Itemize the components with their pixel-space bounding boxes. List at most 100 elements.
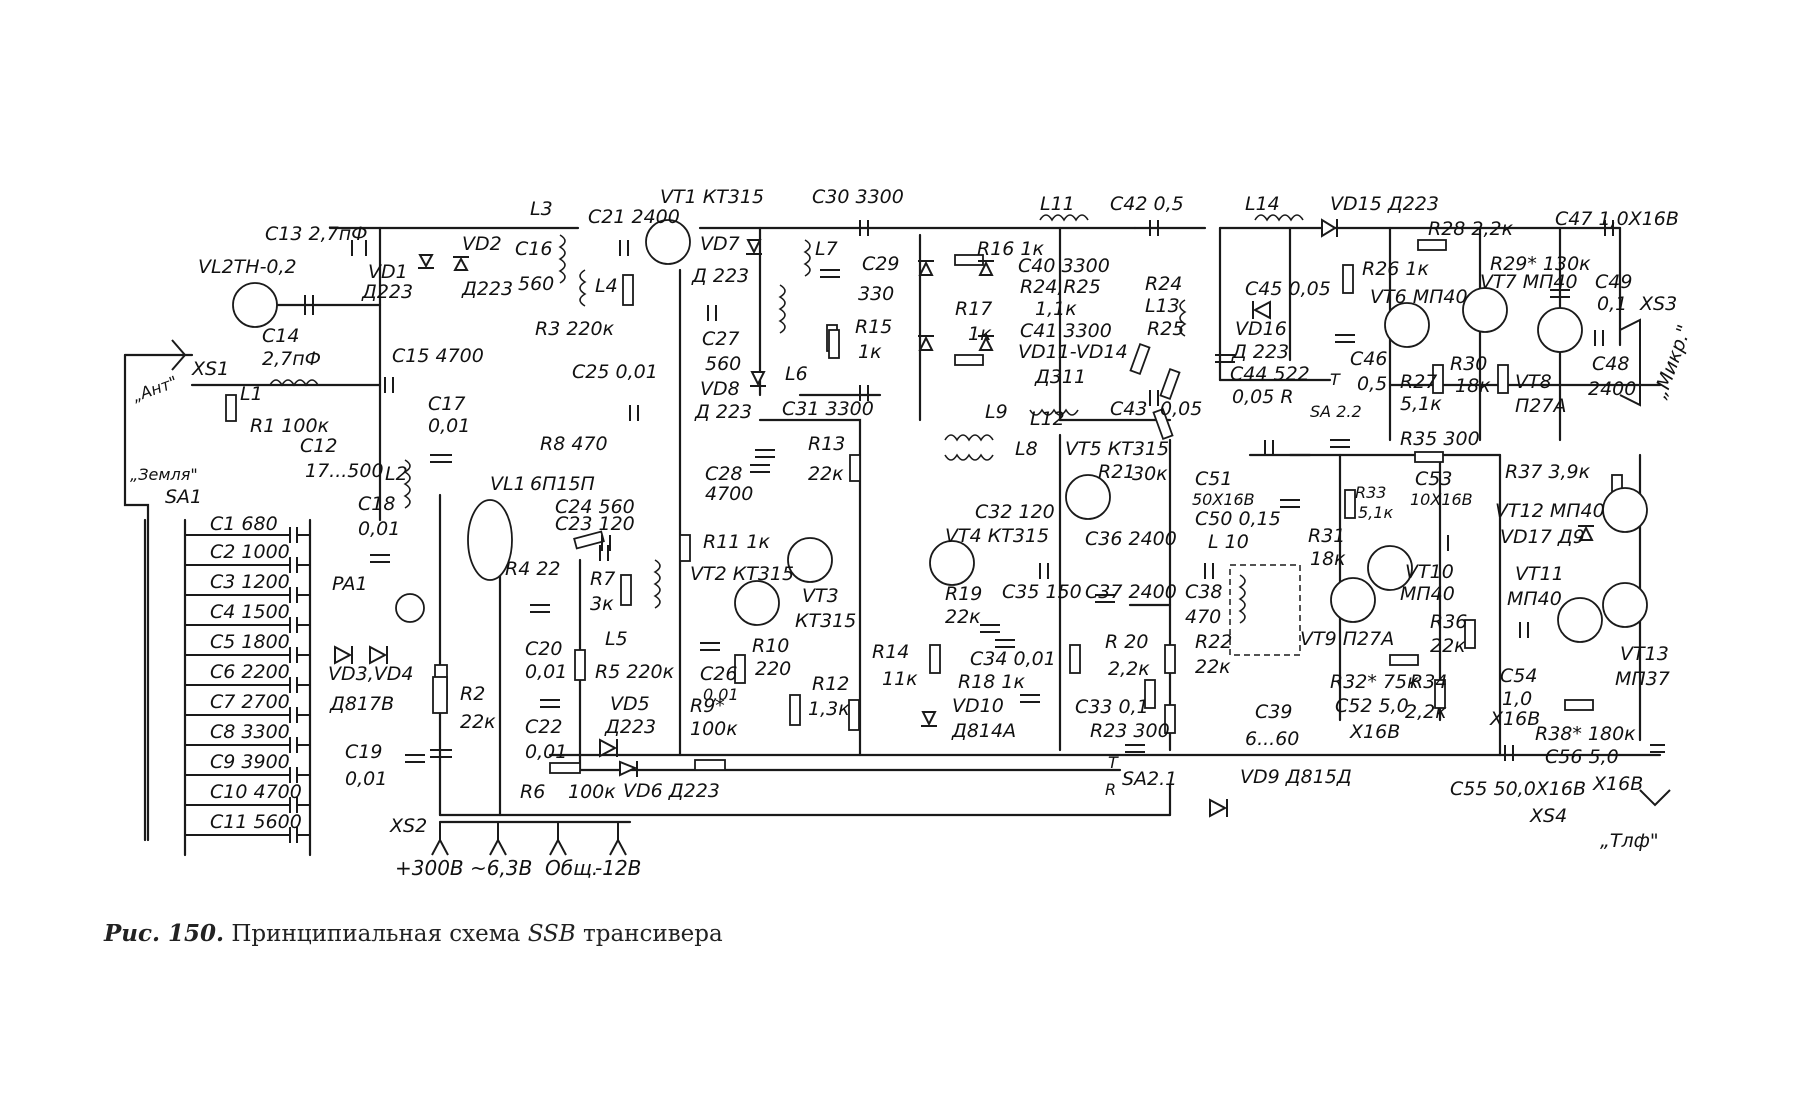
label-c14: C14 (262, 325, 299, 347)
label-l4: L4 (595, 275, 618, 297)
neon-lamp-icon (232, 282, 278, 328)
label-c52-val: Х16В (1349, 721, 1400, 743)
label-pa1: PA1 (332, 573, 368, 595)
label-c49-val: 0,1 (1597, 293, 1627, 315)
label-c56-val: Х16В (1592, 773, 1643, 795)
label-vt5: VT5 КТ315 (1065, 438, 1169, 460)
label-c38: C38 (1185, 581, 1222, 603)
label-mic: „Микр." (1649, 322, 1696, 402)
label-vd15: VD15 Д223 (1330, 193, 1439, 215)
label-r24r25: R24,R25 (1020, 276, 1101, 298)
label-vd5: VD5 (610, 693, 650, 715)
label-r20: R 20 (1105, 631, 1148, 653)
label-vt6: VT6 МП40 (1370, 286, 1468, 308)
label-c20-val: 0,01 (525, 661, 567, 683)
terminals (171, 318, 1671, 856)
terminal-minus12: -12В (595, 856, 641, 880)
label-r36: R36 (1430, 611, 1467, 633)
label-c5: C5 1800 (210, 631, 290, 653)
label-c31: C31 3300 (782, 398, 874, 420)
label-r10-val: 220 (755, 658, 791, 680)
label-c41: C41 3300 (1020, 320, 1112, 342)
label-earth: „Земля" (130, 465, 198, 484)
terminal-labels: +300В ~6,3В Общ. -12В (395, 856, 641, 880)
label-vd5-type: Д223 (604, 716, 656, 738)
label-r3: R3 220к (535, 318, 615, 340)
label-vt10-type: МП40 (1400, 583, 1455, 605)
label-vl1: VL1 (490, 473, 526, 495)
label-r28: R28 2,2к (1428, 218, 1514, 240)
label-c53: C53 (1415, 468, 1452, 490)
label-vt4: VT4 КТ315 (945, 525, 1049, 547)
label-r34: R34 (1410, 671, 1447, 693)
label-c27-val: 560 (705, 353, 741, 375)
label-c33: C33 0,1 (1075, 696, 1149, 718)
label-c36: C36 2400 (1085, 528, 1177, 550)
label-vd7: VD7 (700, 233, 740, 255)
label-c21: C21 2400 (588, 206, 680, 228)
shield-box (1229, 564, 1301, 656)
label-vl2: VL2ТН-0,2 (198, 256, 297, 278)
label-r6: R6 (520, 781, 545, 803)
label-r14: R14 (872, 641, 909, 663)
label-r33-val: 5,1к (1358, 503, 1393, 522)
label-r15-val: 1к (858, 341, 882, 363)
label-r30: R30 (1450, 353, 1487, 375)
label-c29: C29 (862, 253, 899, 275)
label-vd9: VD9 Д815Д (1240, 766, 1352, 788)
label-r23: R23 300 (1090, 720, 1170, 742)
label-r12-val: 1,3к (808, 698, 850, 720)
label-c23: C23 120 (555, 513, 635, 535)
label-c13: C13 2,7пФ (265, 223, 367, 245)
label-r35: R35 300 (1400, 428, 1480, 450)
resistors (225, 239, 1623, 774)
label-r24: R24 (1145, 273, 1182, 295)
label-r36-val: 22к (1430, 635, 1466, 657)
label-r22: R22 (1195, 631, 1232, 653)
label-vd7-type: Д 223 (691, 265, 749, 287)
label-vd1-type: Д223 (361, 281, 413, 303)
label-r26: R26 1к (1362, 258, 1430, 280)
label-vd16: VD16 (1235, 318, 1287, 340)
label-vl1-type: 6П15П (530, 473, 595, 495)
label-r34-val: 2,2к (1405, 701, 1447, 723)
label-c18-val: 0,01 (358, 518, 400, 540)
label-vt9: VT9 П27А (1300, 628, 1394, 650)
transistors (232, 219, 1648, 643)
label-r16: R16 1к (977, 238, 1045, 260)
label-c20: C20 (525, 638, 562, 660)
label-c9: C9 3900 (210, 751, 290, 773)
label-c30: C30 3300 (812, 186, 904, 208)
label-c12-val: 17...500 (305, 460, 384, 482)
label-l7: L7 (815, 238, 838, 260)
label-c28: C28 (705, 463, 742, 485)
label-xs4: XS4 (1529, 805, 1567, 827)
label-c51-val: 50Х16В (1192, 490, 1255, 509)
label-c37: C37 2400 (1085, 581, 1177, 603)
label-r7-val: 3к (590, 593, 614, 615)
label-c19: C19 (345, 741, 382, 763)
label-c8: C8 3300 (210, 721, 290, 743)
label-c2: C2 1000 (210, 541, 290, 563)
label-r10: R10 (752, 635, 789, 657)
terminal-plus300: +300В (395, 856, 464, 880)
label-r18: R18 1к (958, 671, 1026, 693)
label-vd3vd4: VD3,VD4 (328, 663, 413, 685)
label-r13-val: 22к (808, 463, 844, 485)
label-r33: R33 (1355, 483, 1386, 502)
label-c27: C27 (702, 328, 739, 350)
label-c12: C12 (300, 435, 337, 457)
label-c16: C16 (515, 238, 552, 260)
label-r4: R4 22 (505, 558, 561, 580)
label-c3: C3 1200 (210, 571, 290, 593)
label-c54: C54 (1500, 665, 1537, 687)
label-r37: R37 3,9к (1505, 461, 1591, 483)
label-r24r25-val: 1,1к (1035, 298, 1077, 320)
label-xs1: XS1 (191, 358, 229, 380)
label-r27: R27 (1400, 371, 1437, 393)
label-vd3vd4-type: Д817В (329, 693, 394, 715)
label-r9: R9* (690, 695, 725, 717)
label-vd2: VD2 (462, 233, 502, 255)
label-c15: C15 4700 (392, 345, 484, 367)
meter-icon (395, 593, 425, 623)
